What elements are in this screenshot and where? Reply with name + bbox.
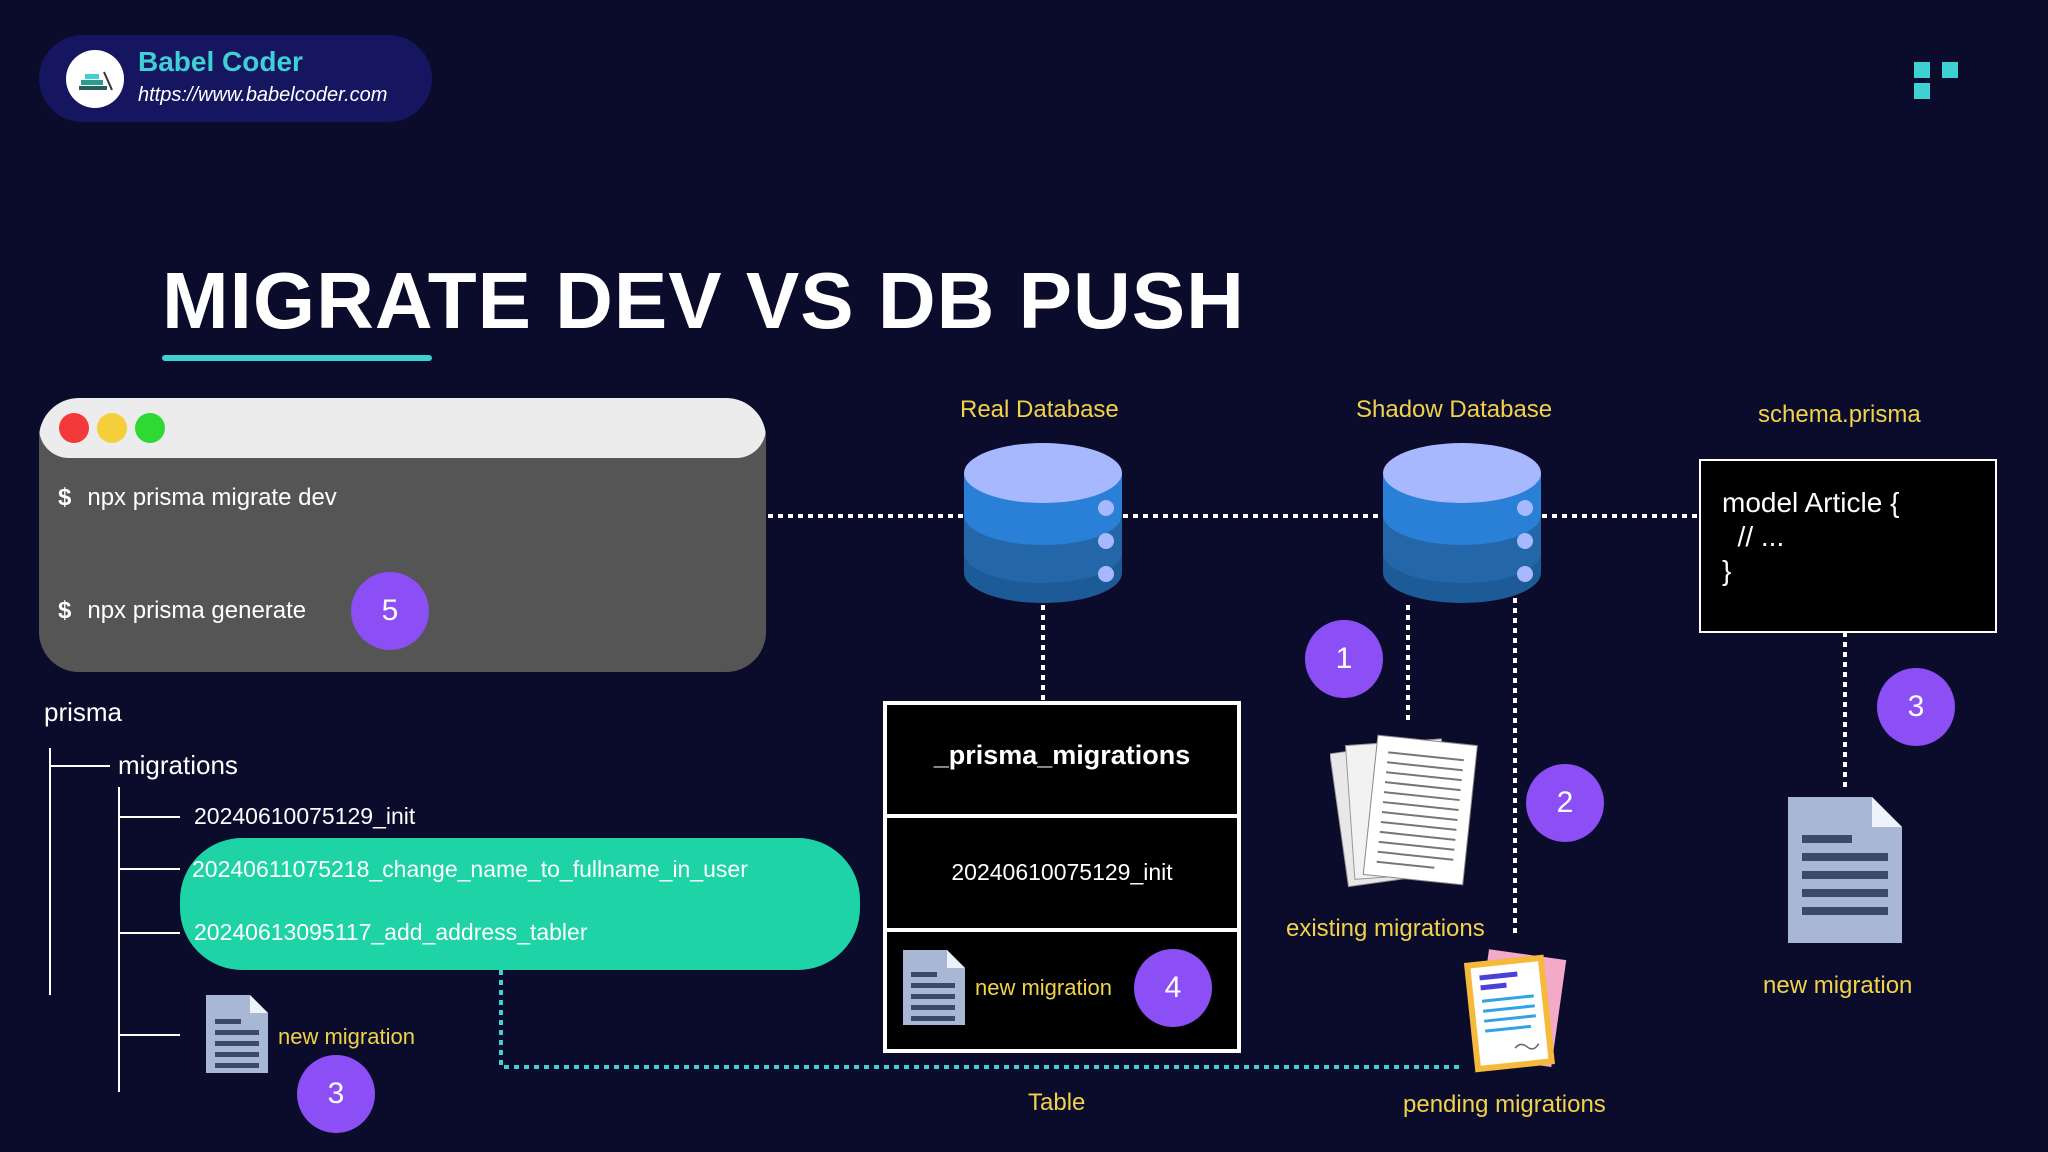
existing-migrations-label: existing migrations (1286, 915, 1485, 942)
table-row-init: 20240610075129_init (951, 859, 1173, 885)
command-generate: $ npx prisma generate (58, 597, 306, 625)
step-badge-4: 4 (1134, 949, 1212, 1027)
command-migrate-dev: $ npx prisma migrate dev (58, 484, 337, 512)
schema-new-migration-label: new migration (1763, 972, 1913, 999)
pending-migrations-documents-icon (1459, 944, 1571, 1074)
real-database-icon (964, 443, 1122, 605)
tree-item-add-address: 20240613095117_add_address_tabler (194, 919, 588, 945)
tree-new-migration-label: new migration (278, 1024, 415, 1049)
step-badge-3-tree: 3 (297, 1055, 375, 1133)
prompt-symbol: $ (58, 484, 72, 511)
table-new-migration-file-icon (903, 950, 965, 1025)
schema-new-migration-file-icon (1788, 797, 1902, 943)
title-underline (162, 355, 432, 361)
brand-name: Babel Coder (138, 46, 303, 77)
close-light-icon[interactable] (59, 413, 89, 443)
existing-migrations-documents-icon (1329, 728, 1482, 893)
shadow-database-label: Shadow Database (1356, 396, 1553, 423)
step-badge-1: 1 (1305, 620, 1383, 698)
pending-migrations-label: pending migrations (1403, 1091, 1606, 1118)
step-badge-5: 5 (351, 572, 429, 650)
command-text: npx prisma generate (87, 597, 307, 624)
maximize-light-icon[interactable] (135, 413, 165, 443)
brand-url[interactable]: https://www.babelcoder.com (138, 84, 388, 106)
table-name: _prisma_migrations (933, 740, 1191, 770)
table-new-migration-label: new migration (975, 975, 1112, 1000)
table-caption: Table (1028, 1089, 1086, 1116)
tree-folder-migrations: migrations (118, 750, 238, 780)
command-text: npx prisma migrate dev (87, 484, 337, 511)
shadow-database-icon (1383, 443, 1541, 605)
tree-item-change-name: 20240611075218_change_name_to_fullname_i… (192, 856, 748, 882)
schema-file-label: schema.prisma (1758, 401, 1921, 428)
prompt-symbol: $ (58, 597, 72, 624)
babel-coder-logo-icon (66, 50, 124, 108)
tree-root-prisma: prisma (44, 697, 123, 727)
tree-item-init: 20240610075129_init (194, 803, 416, 829)
schema-code-box (1699, 459, 1997, 633)
real-database-label: Real Database (960, 396, 1119, 423)
table-divider (883, 928, 1241, 932)
new-migration-file-icon (206, 995, 268, 1073)
menu-dots-icon (1914, 62, 1986, 99)
step-badge-2: 2 (1526, 764, 1604, 842)
table-divider (883, 814, 1241, 818)
page-title: MIGRATE DEV VS DB PUSH (162, 256, 1245, 345)
minimize-light-icon[interactable] (97, 413, 127, 443)
step-badge-3-schema: 3 (1877, 668, 1955, 746)
schema-code: model Article { // ... } (1722, 487, 1900, 586)
pending-migrations-highlight (180, 838, 860, 970)
